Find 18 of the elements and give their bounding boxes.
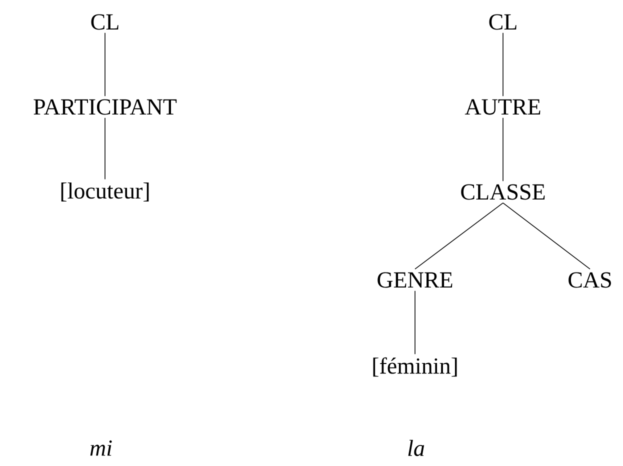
tree-branch [104,118,106,180]
tree-label: PARTICIPANT [34,99,177,115]
tree-branch [502,202,590,270]
tree-label: CL [489,14,516,30]
tree-branch [502,32,504,96]
tree-branch [414,290,416,355]
tree-label: CAS [568,272,611,288]
tree-label: [locuteur] [61,182,149,202]
word-label: la [408,440,424,456]
tree-branch [104,32,106,96]
tree-label: [féminin] [373,357,457,377]
tree-label: CLASSE [461,184,545,200]
tree-branch [502,118,504,182]
tree-label: CL [91,14,118,30]
tree-label: AUTRE [464,99,540,115]
tree-branch [414,202,504,270]
word-label: mi [90,440,112,456]
tree-label: GENRE [378,272,452,288]
